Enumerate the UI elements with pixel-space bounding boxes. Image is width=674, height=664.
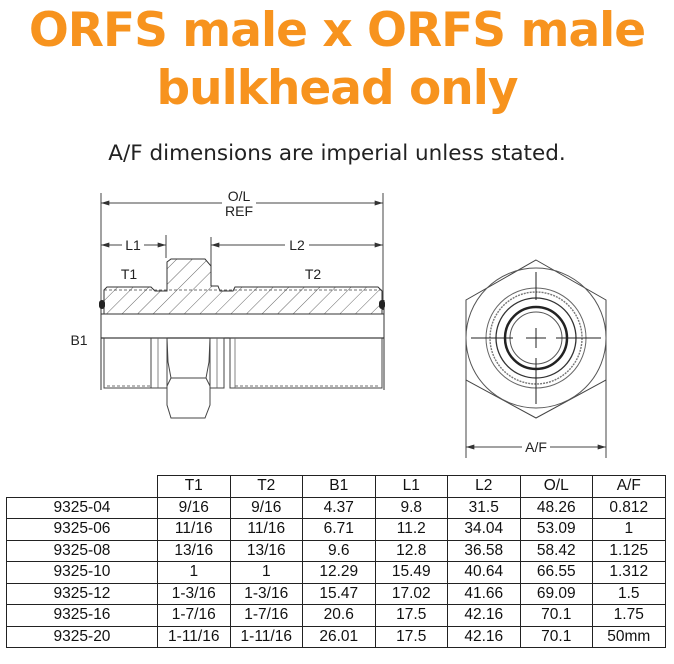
t2-label: T2 [305, 266, 322, 282]
cell-t2: 1-11/16 [229, 625, 303, 648]
cell-t2: 1 [229, 561, 303, 584]
t1-label: T1 [121, 266, 138, 282]
cell-ol: 53.09 [519, 518, 593, 541]
cell-l1: 17.5 [374, 604, 448, 627]
cell-af: 1.125 [592, 539, 666, 562]
cell-ol: 66.55 [519, 561, 593, 584]
cell-t2: 1-3/16 [229, 582, 303, 605]
table-row: 9325-12 1-3/16 1-3/16 15.47 17.02 41.66 … [6, 582, 666, 605]
af-label: A/F [525, 439, 547, 455]
header-b1: B1 [302, 475, 376, 498]
cell-af: 0.812 [592, 496, 666, 519]
cell-l2: 34.04 [447, 518, 521, 541]
part-number: 9325-10 [6, 561, 158, 584]
table-row: 9325-10 1 1 12.29 15.49 40.64 66.55 1.31… [6, 561, 666, 584]
table-row: 9325-04 9/16 9/16 4.37 9.8 31.5 48.26 0.… [6, 496, 666, 519]
table-row: 9325-20 1-11/16 1-11/16 26.01 17.5 42.16… [6, 625, 666, 648]
header-l1: L1 [374, 475, 448, 498]
cell-l1: 12.8 [374, 539, 448, 562]
title-line-2: bulkhead only [156, 61, 518, 116]
title-line-1: ORFS male x ORFS male [28, 3, 646, 58]
l2-label: L2 [289, 237, 305, 253]
cell-b1: 6.71 [302, 518, 376, 541]
cell-l1: 9.8 [374, 496, 448, 519]
part-number: 9325-08 [6, 539, 158, 562]
dimensions-table: T1 T2 B1 L1 L2 O/L A/F 9325-04 9/16 9/16… [6, 475, 666, 648]
cell-ol: 48.26 [519, 496, 593, 519]
technical-drawing: O/L REF L1 L2 T1 T2 B1 [0, 180, 674, 470]
header-t2: T2 [229, 475, 303, 498]
table-row: 9325-08 13/16 13/16 9.6 12.8 36.58 58.42… [6, 539, 666, 562]
part-number: 9325-06 [6, 518, 158, 541]
cell-l2: 42.16 [447, 625, 521, 648]
cell-af: 1.5 [592, 582, 666, 605]
cell-l1: 15.49 [374, 561, 448, 584]
cell-t2: 9/16 [229, 496, 303, 519]
units-note: A/F dimensions are imperial unless state… [108, 141, 566, 166]
cell-af: 1.75 [592, 604, 666, 627]
cell-t1: 1-3/16 [157, 582, 231, 605]
cell-t2: 1-7/16 [229, 604, 303, 627]
cell-l1: 11.2 [374, 518, 448, 541]
cell-af: 1.312 [592, 561, 666, 584]
end-view: A/F [465, 259, 607, 458]
b1-label: B1 [70, 332, 87, 348]
table-header-row: T1 T2 B1 L1 L2 O/L A/F [6, 475, 666, 498]
header-af: A/F [592, 475, 666, 498]
cell-af: 50mm [592, 625, 666, 648]
header-ol: O/L [519, 475, 593, 498]
cell-t1: 9/16 [157, 496, 231, 519]
ref-label: REF [225, 203, 253, 219]
header-blank [6, 475, 158, 498]
cell-b1: 12.29 [302, 561, 376, 584]
header-t1: T1 [157, 475, 231, 498]
cell-af: 1 [592, 518, 666, 541]
part-number: 9325-04 [6, 496, 158, 519]
cell-b1: 4.37 [302, 496, 376, 519]
cell-t2: 11/16 [229, 518, 303, 541]
ol-label: O/L [228, 188, 251, 204]
cell-t1: 1 [157, 561, 231, 584]
cell-b1: 15.47 [302, 582, 376, 605]
cell-l2: 31.5 [447, 496, 521, 519]
cell-t1: 11/16 [157, 518, 231, 541]
part-number: 9325-12 [6, 582, 158, 605]
cell-b1: 9.6 [302, 539, 376, 562]
cell-b1: 20.6 [302, 604, 376, 627]
cell-ol: 70.1 [519, 604, 593, 627]
cell-ol: 69.09 [519, 582, 593, 605]
page-title: ORFS male x ORFS male bulkhead only [0, 2, 674, 118]
cell-t1: 13/16 [157, 539, 231, 562]
table-row: 9325-06 11/16 11/16 6.71 11.2 34.04 53.0… [6, 518, 666, 541]
cell-l1: 17.5 [374, 625, 448, 648]
cell-l1: 17.02 [374, 582, 448, 605]
side-view: O/L REF L1 L2 T1 T2 B1 [70, 188, 385, 419]
l1-label: L1 [125, 237, 141, 253]
cell-t2: 13/16 [229, 539, 303, 562]
part-number: 9325-16 [6, 604, 158, 627]
cell-l2: 41.66 [447, 582, 521, 605]
header-l2: L2 [447, 475, 521, 498]
cell-ol: 58.42 [519, 539, 593, 562]
cell-t1: 1-11/16 [157, 625, 231, 648]
cell-b1: 26.01 [302, 625, 376, 648]
part-number: 9325-20 [6, 625, 158, 648]
cell-t1: 1-7/16 [157, 604, 231, 627]
cell-l2: 36.58 [447, 539, 521, 562]
cell-l2: 40.64 [447, 561, 521, 584]
cell-l2: 42.16 [447, 604, 521, 627]
table-row: 9325-16 1-7/16 1-7/16 20.6 17.5 42.16 70… [6, 604, 666, 627]
cell-ol: 70.1 [519, 625, 593, 648]
